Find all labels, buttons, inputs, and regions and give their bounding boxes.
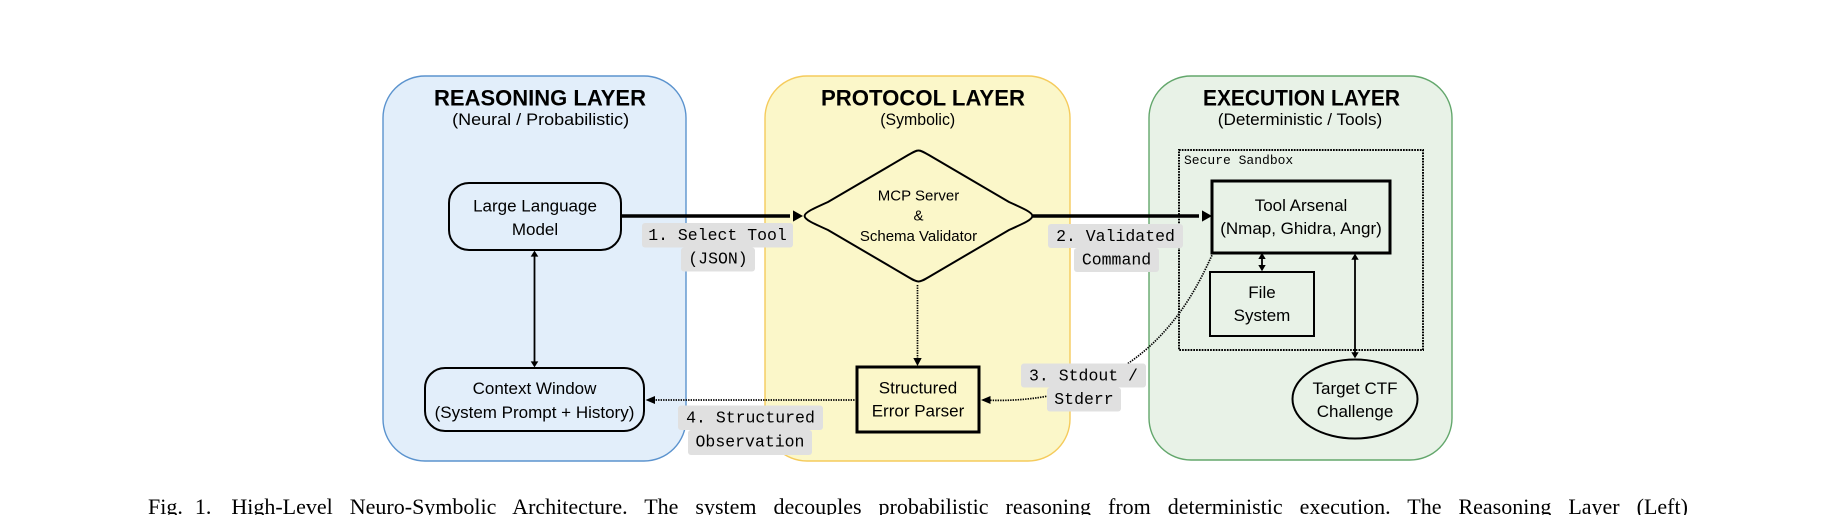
svg-text:(Neural / Probabilistic): (Neural / Probabilistic) xyxy=(452,110,629,129)
svg-text:Command: Command xyxy=(1082,251,1151,270)
svg-text:Context Window: Context Window xyxy=(473,379,597,398)
svg-text:Tool Arsenal: Tool Arsenal xyxy=(1255,196,1348,215)
svg-text:Model: Model xyxy=(512,220,558,239)
svg-text:(Deterministic / Tools): (Deterministic / Tools) xyxy=(1218,110,1383,129)
svg-text:MCP Server: MCP Server xyxy=(878,188,959,205)
svg-text:Target CTF: Target CTF xyxy=(1312,379,1397,398)
svg-text:System: System xyxy=(1234,306,1291,325)
svg-text:(Nmap, Ghidra, Angr): (Nmap, Ghidra, Angr) xyxy=(1220,219,1382,238)
svg-text:EXECUTION LAYER: EXECUTION LAYER xyxy=(1203,85,1400,110)
svg-text:File: File xyxy=(1248,283,1275,302)
svg-text:Secure Sandbox: Secure Sandbox xyxy=(1184,153,1293,168)
svg-text:(Symbolic): (Symbolic) xyxy=(880,110,955,129)
svg-text:(JSON): (JSON) xyxy=(688,250,747,269)
svg-text:(System Prompt + History): (System Prompt + History) xyxy=(435,403,635,422)
svg-text:3. Stdout /: 3. Stdout / xyxy=(1029,367,1138,386)
svg-text:Challenge: Challenge xyxy=(1317,402,1394,421)
svg-text:Error Parser: Error Parser xyxy=(872,402,965,421)
svg-text:&: & xyxy=(913,208,923,225)
svg-text:Schema Validator: Schema Validator xyxy=(860,228,977,245)
svg-text:Large Language: Large Language xyxy=(473,197,597,216)
svg-text:Structured: Structured xyxy=(879,379,957,398)
svg-text:2. Validated: 2. Validated xyxy=(1056,227,1175,246)
svg-text:Stderr: Stderr xyxy=(1054,390,1113,409)
svg-text:4. Structured: 4. Structured xyxy=(686,409,815,428)
svg-text:Observation: Observation xyxy=(696,433,805,452)
svg-text:PROTOCOL LAYER: PROTOCOL LAYER xyxy=(821,85,1025,110)
svg-text:REASONING LAYER: REASONING LAYER xyxy=(434,85,646,110)
svg-text:1. Select Tool: 1. Select Tool xyxy=(648,226,787,245)
